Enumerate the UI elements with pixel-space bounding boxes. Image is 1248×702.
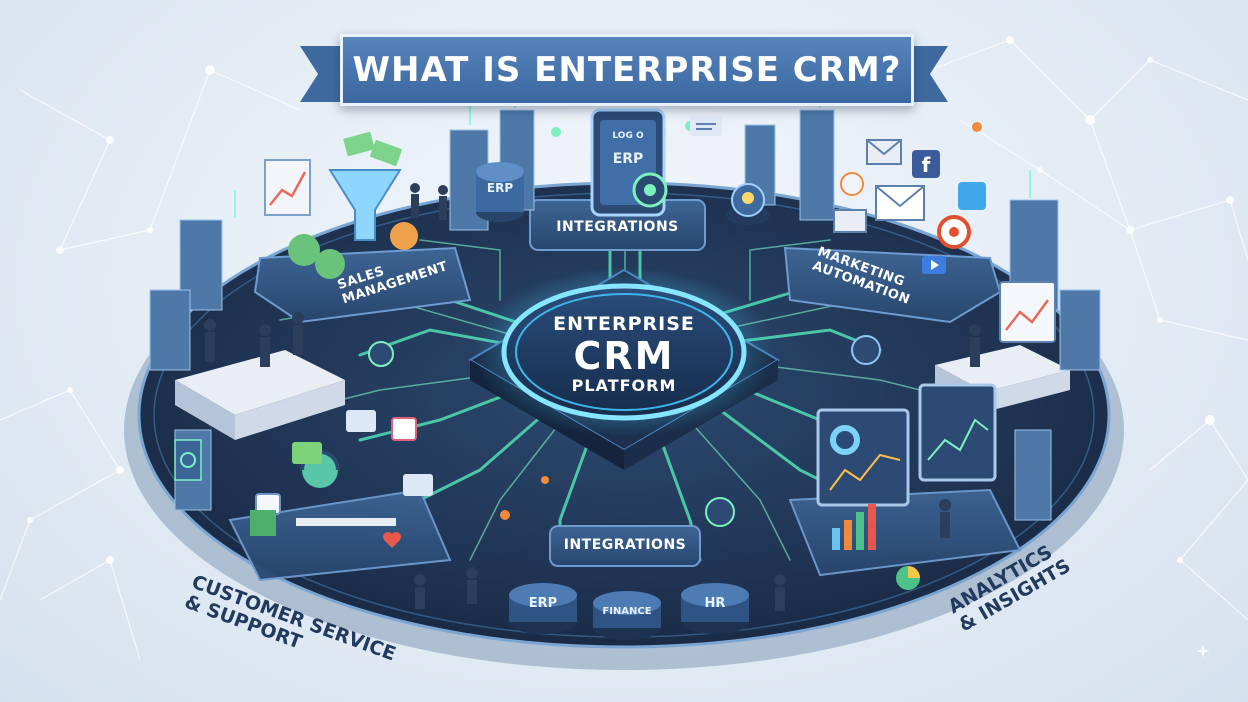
tablet-erp-label: ERP bbox=[612, 151, 644, 167]
analytics-dashboard-icon bbox=[816, 383, 997, 507]
erp-disk-bottom bbox=[509, 583, 577, 634]
hub-label-enterprise: ENTERPRISE bbox=[553, 313, 695, 335]
tile-customer-service bbox=[228, 488, 452, 582]
sales-funnel-icon bbox=[328, 169, 402, 241]
background-nodes bbox=[27, 36, 1234, 564]
finance-disk bbox=[593, 591, 661, 640]
target-icon bbox=[937, 215, 971, 249]
integrations-top-label: INTEGRATIONS bbox=[556, 219, 679, 235]
sales-chart-icon bbox=[264, 159, 311, 216]
at-sign-icon bbox=[840, 172, 864, 196]
tile-integrations-bottom bbox=[549, 525, 701, 567]
svg-text:f: f bbox=[922, 153, 931, 177]
erp-disk-left bbox=[476, 162, 524, 222]
bar-chart-icon bbox=[832, 504, 876, 550]
people-figures bbox=[204, 183, 981, 611]
integrations-bottom-label: INTEGRATIONS bbox=[563, 537, 687, 553]
erp-bottom-label: ERP bbox=[528, 596, 558, 611]
chat-bubble-top-right bbox=[690, 116, 722, 136]
pie-chart-icon bbox=[896, 566, 920, 590]
social-twitter-icon bbox=[958, 182, 986, 210]
idea-icon bbox=[726, 183, 770, 225]
banner-main: WHAT IS ENTERPRISE CRM? bbox=[340, 34, 914, 106]
chat-bubble-icons bbox=[255, 410, 433, 515]
tile-marketing bbox=[783, 246, 1002, 324]
tile-sales bbox=[253, 246, 472, 324]
trend-monitor-icon bbox=[999, 281, 1056, 343]
tile-analytics bbox=[788, 488, 1022, 577]
social-facebook-icon: f bbox=[912, 150, 940, 178]
stage-left bbox=[175, 350, 345, 440]
heart-icon bbox=[383, 532, 401, 548]
central-hub bbox=[468, 267, 780, 470]
erp-tablet-icon bbox=[590, 108, 668, 217]
support-desk-icon bbox=[250, 510, 396, 536]
server-towers bbox=[149, 109, 1101, 521]
hub-label-crm: CRM bbox=[573, 334, 675, 378]
refresh-server-icon bbox=[174, 439, 202, 481]
dollar-bills-icon bbox=[343, 131, 403, 167]
erp-left-label: ERP bbox=[486, 181, 514, 195]
email-icons bbox=[833, 139, 925, 233]
page-title: WHAT IS ENTERPRISE CRM? bbox=[352, 50, 902, 90]
tablet-logo-label: LOG O bbox=[612, 131, 644, 141]
hub-label-platform: PLATFORM bbox=[571, 376, 677, 395]
play-video-icon bbox=[922, 256, 946, 274]
sparkle-icon bbox=[1196, 644, 1210, 658]
money-bag-icons bbox=[288, 222, 418, 279]
hr-label: HR bbox=[704, 596, 726, 611]
hr-disk bbox=[681, 583, 749, 634]
circuit-nodes bbox=[368, 122, 982, 527]
title-banner: WHAT IS ENTERPRISE CRM? bbox=[300, 20, 948, 110]
finance-label: FINANCE bbox=[602, 606, 652, 617]
